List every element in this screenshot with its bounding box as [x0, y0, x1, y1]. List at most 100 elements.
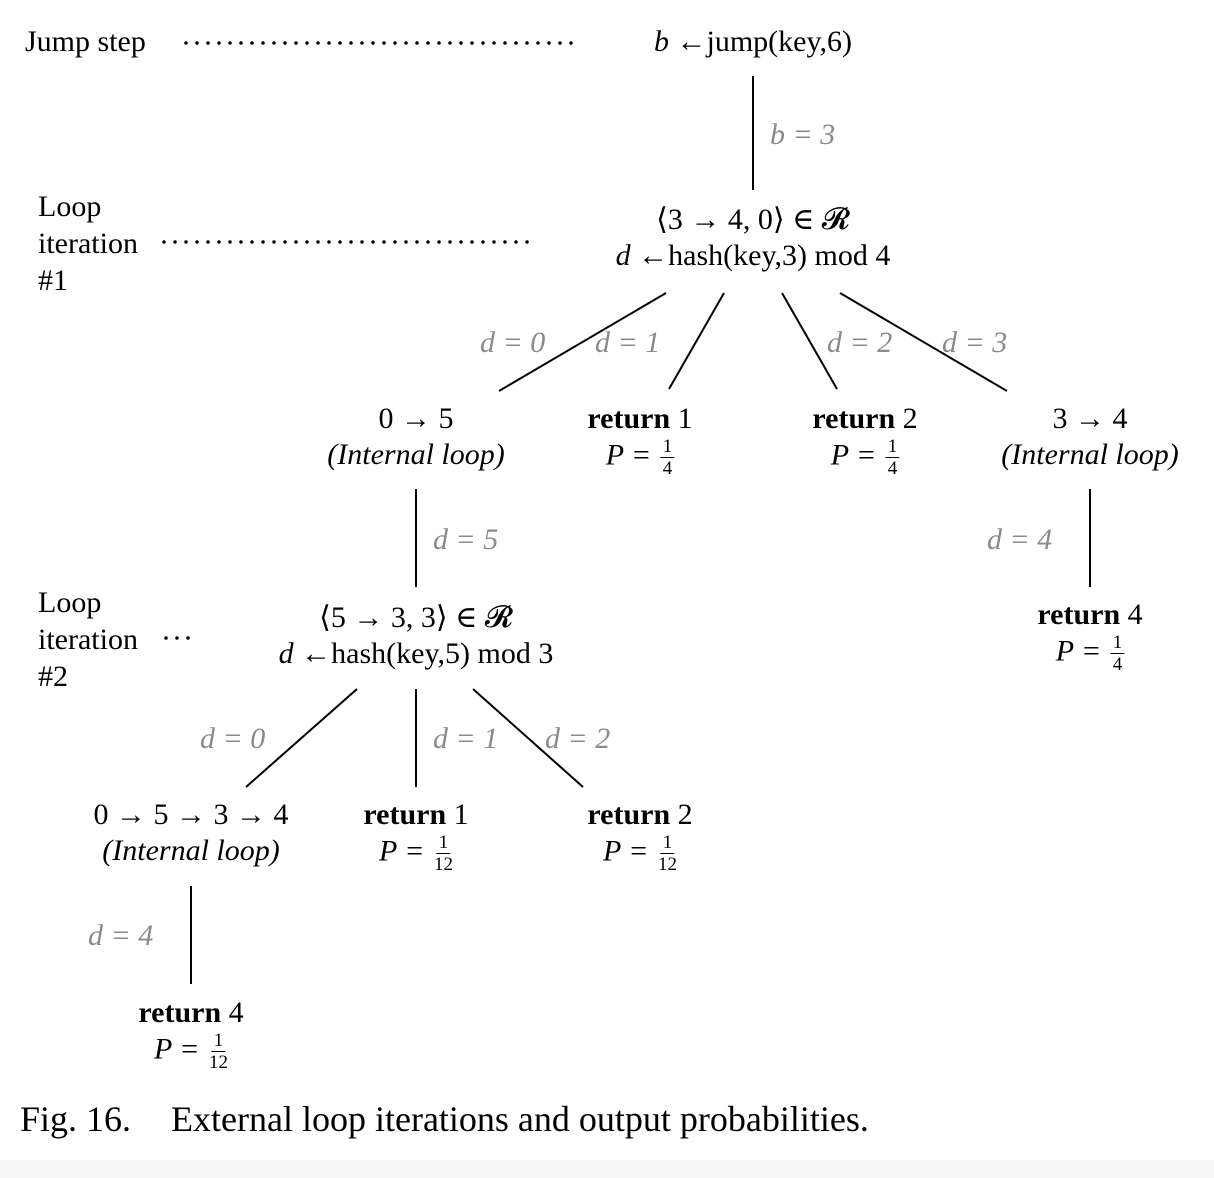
node-l1-c2-return: return 2: [812, 401, 917, 437]
edge-label-l1-d3: d = 3: [942, 326, 1008, 359]
return-value: 2: [677, 798, 693, 831]
return-keyword: return: [587, 402, 671, 435]
prob-numerator: 1: [660, 436, 675, 458]
node-right-ret-return: return 4: [1037, 597, 1142, 633]
loop2-label-line2: iteration: [38, 623, 138, 656]
node-loop1-hash: d ←hash(key,3) mod 4: [616, 238, 891, 274]
node-l2-c0-note: (Internal loop): [102, 834, 280, 867]
prob-denominator: 4: [887, 458, 898, 479]
return-value: 2: [902, 402, 918, 435]
prob-lhs: P =: [602, 834, 649, 868]
node-loop1: ⟨3 → 4, 0⟩ ∈ 𝓡 d ←hash(key,3) mod 4: [616, 202, 891, 274]
node-loop2-rule: ⟨5 → 3, 3⟩ ∈ 𝓡: [319, 601, 513, 634]
figure-caption: Fig. 16. External loop iterations and out…: [20, 1101, 869, 1137]
return-value: 1: [677, 402, 693, 435]
node-l1-internal-0-5: 0 → 5 (Internal loop): [327, 401, 504, 473]
edge-label-l2-d0: d = 0: [200, 722, 266, 755]
return-keyword: return: [812, 402, 896, 435]
edge-label-b3: b = 3: [770, 118, 836, 151]
edge-l1-d2: [781, 292, 838, 390]
return-keyword: return: [363, 798, 447, 831]
return-value: 4: [1127, 598, 1143, 631]
edge-l2-d2: [472, 688, 584, 788]
prob-lhs: P =: [830, 438, 877, 472]
node-loop1-var: d: [615, 239, 631, 272]
prob-denominator: 4: [1112, 654, 1123, 675]
edge-l2-d0: [245, 688, 358, 788]
node-l1-c3-path: 3 → 4: [1052, 402, 1128, 435]
edge-label-l2-d1: d = 1: [433, 722, 499, 755]
prob-lhs: P =: [378, 834, 425, 868]
loop1-label-line2: iteration: [38, 227, 138, 260]
edge-label-l1-d1: d = 1: [595, 326, 661, 359]
prob-lhs: P =: [1055, 634, 1102, 668]
prob-denominator: 12: [434, 854, 454, 875]
node-loop2: ⟨5 → 3, 3⟩ ∈ 𝓡 d ←hash(key,5) mod 3: [279, 600, 554, 672]
node-l1-internal-3-4: 3 → 4 (Internal loop): [1001, 401, 1178, 473]
return-keyword: return: [138, 996, 222, 1029]
figure-caption-text: External loop iterations and output prob…: [171, 1099, 869, 1139]
edge-l1-d1: [668, 292, 725, 390]
node-l1-c0-note: (Internal loop): [327, 438, 505, 471]
prob-denominator: 4: [662, 458, 673, 479]
edge-label-l1-d0: d = 0: [480, 326, 546, 359]
bottom-strip: [0, 1160, 1214, 1178]
prob-lhs: P =: [153, 1032, 200, 1066]
loop2-label: Loop iteration #2: [38, 584, 138, 695]
node-l2-internal-path: 0 → 5 → 3 → 4 (Internal loop): [94, 797, 289, 869]
node-jump: b ←jump(key,6): [654, 27, 852, 57]
node-l2-c1-return: return 1: [363, 797, 468, 833]
edge-label-l1-d2: d = 2: [827, 326, 893, 359]
node-l1-c0-path: 0 → 5: [378, 402, 454, 435]
prob-numerator: 1: [885, 436, 900, 458]
edge-label-l2-d2: d = 2: [545, 722, 611, 755]
node-l1-c3-note: (Internal loop): [1001, 438, 1179, 471]
node-l2-c0-path: 0 → 5 → 3 → 4: [93, 798, 289, 831]
prob-denominator: 12: [658, 854, 678, 875]
return-keyword: return: [1037, 598, 1121, 631]
edge-l1-d3: [839, 292, 1008, 392]
prob-numerator: 1: [436, 832, 451, 854]
edge-l1-d0: [498, 292, 667, 392]
return-keyword: return: [587, 798, 671, 831]
node-loop1-rule: ⟨3 → 4, 0⟩ ∈ 𝓡: [656, 203, 850, 236]
edge-label-d4-right: d = 4: [987, 523, 1053, 556]
prob-numerator: 1: [211, 1030, 226, 1052]
node-left-ret-return: return 4: [138, 995, 243, 1031]
node-l1-c1-return: return 1: [587, 401, 692, 437]
prob-numerator: 1: [660, 832, 675, 854]
loop2-label-line3: #2: [38, 660, 68, 693]
edge-label-d5: d = 5: [433, 523, 499, 556]
prob-denominator: 12: [209, 1052, 229, 1073]
return-value: 4: [228, 996, 244, 1029]
loop1-label: Loop iteration #1: [38, 188, 138, 299]
node-loop2-op: ←hash(key,5) mod 3: [301, 637, 554, 670]
return-value: 1: [453, 798, 469, 831]
loop2-label-line1: Loop: [38, 586, 102, 619]
loop1-label-line3: #1: [38, 264, 68, 297]
edge-label-d4-left: d = 4: [88, 919, 154, 952]
node-loop1-op: ←hash(key,3) mod 4: [638, 239, 891, 272]
node-jump-op: ←jump(key,6): [676, 25, 853, 58]
figure-number: Fig. 16.: [20, 1099, 132, 1139]
node-loop2-var: d: [278, 637, 294, 670]
prob-numerator: 1: [1110, 632, 1125, 654]
